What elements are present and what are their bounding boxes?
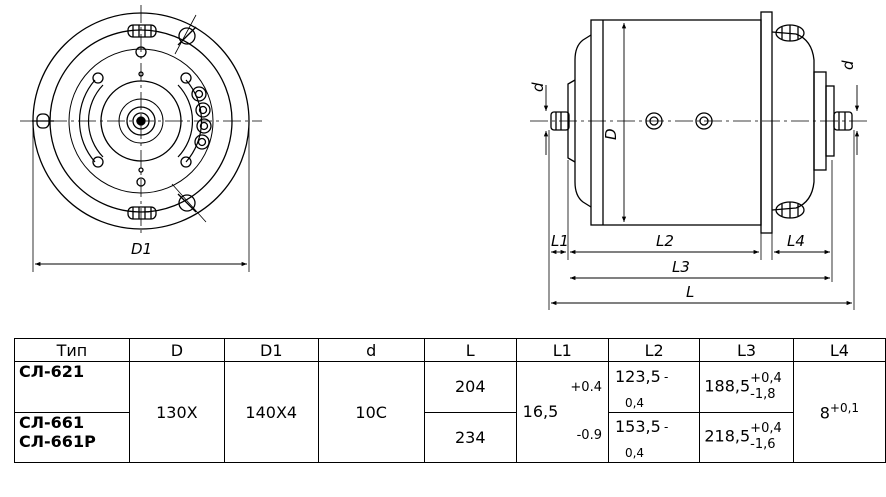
L3-1-lower: -1,8 — [750, 386, 776, 402]
screw-left — [32, 113, 54, 129]
L1-upper: +0.4 — [570, 380, 602, 395]
label-l1: L1 — [551, 232, 569, 250]
L2-2-lower: 0,4 — [624, 446, 645, 461]
technical-drawing: D1 — [20, 5, 870, 310]
header-d: d — [317, 338, 425, 362]
terminal-block — [191, 86, 212, 150]
L2-1-dash: - — [663, 369, 669, 384]
label-l2: L2 — [656, 232, 674, 250]
cell-L3-1: 188,5+0,4-1,8 — [699, 361, 794, 413]
label-l4: L4 — [787, 232, 805, 250]
cell-D: 130X — [128, 361, 225, 463]
cell-type-1: СЛ-621 — [14, 361, 130, 413]
type-row2b: СЛ-661Р — [19, 431, 96, 451]
L4-base: 8 — [819, 403, 830, 423]
L3-1-upper: +0,4 — [750, 370, 782, 386]
header-L1: L1 — [515, 338, 609, 362]
L2-1-base: 123,5 — [614, 366, 661, 386]
L1-lower: -0.9 — [576, 428, 602, 443]
L2-2-dash: - — [663, 420, 669, 435]
screw-top-right — [174, 14, 197, 55]
cell-L-2: 234 — [423, 411, 517, 463]
L1-base: 16,5 — [522, 402, 559, 421]
header-L: L — [423, 338, 517, 362]
spec-table: Тип D D1 d L L1 L2 L3 L4 СЛ-621 130X 140… — [14, 338, 886, 463]
table-row: СЛ-661 СЛ-661Р 234 153,5- 0,4 218,5+0,4-… — [14, 411, 886, 463]
clamp-bottom — [127, 206, 157, 220]
L3-2-base: 218,5 — [704, 426, 751, 446]
header-D: D — [128, 338, 225, 362]
label-D: D — [602, 128, 620, 140]
header-type: Тип — [14, 338, 130, 362]
side-view — [530, 11, 870, 310]
cell-D1: 140X4 — [223, 361, 319, 463]
table-row: СЛ-621 130X 140X4 10C 204 +0.4 16,5 -0.9… — [14, 361, 886, 463]
type-row1: СЛ-621 — [19, 362, 85, 381]
L2-1-lower: 0,4 — [624, 395, 645, 410]
side-clamp-top — [775, 24, 805, 42]
header-D1: D1 — [223, 338, 319, 362]
cell-L3-2: 218,5+0,4-1,6 — [699, 411, 794, 463]
type-row2a: СЛ-661 — [19, 412, 85, 432]
label-l: L — [686, 283, 694, 301]
cell-L4: 8+0,1 — [792, 361, 886, 463]
L4-upper: +0,1 — [829, 401, 860, 416]
clamp-top — [127, 24, 157, 38]
cell-L-1: 204 — [423, 361, 517, 413]
label-l3: L3 — [672, 258, 690, 276]
cell-L2-1: 123,5- 0,4 — [607, 361, 701, 413]
cell-type-2: СЛ-661 СЛ-661Р — [14, 411, 130, 463]
screw-bottom-right — [171, 183, 207, 223]
label-d-right: d — [839, 60, 857, 70]
cell-L1: +0.4 16,5 -0.9 — [515, 361, 609, 463]
header-L3: L3 — [699, 338, 794, 362]
header-L4: L4 — [792, 338, 886, 362]
side-clamp-bottom — [775, 201, 805, 219]
L2-2-base: 153,5 — [614, 417, 661, 437]
label-d-left: d — [529, 82, 547, 92]
label-d1: D1 — [131, 240, 152, 258]
cell-d: 10C — [317, 361, 425, 463]
header-L2: L2 — [607, 338, 701, 362]
L3-2-lower: -1,6 — [750, 437, 776, 453]
table-header-row: Тип D D1 d L L1 L2 L3 L4 — [14, 338, 886, 362]
L3-2-upper: +0,4 — [750, 421, 782, 437]
front-view — [20, 5, 262, 272]
cell-L2-2: 153,5- 0,4 — [607, 411, 701, 463]
L3-1-base: 188,5 — [704, 376, 751, 396]
